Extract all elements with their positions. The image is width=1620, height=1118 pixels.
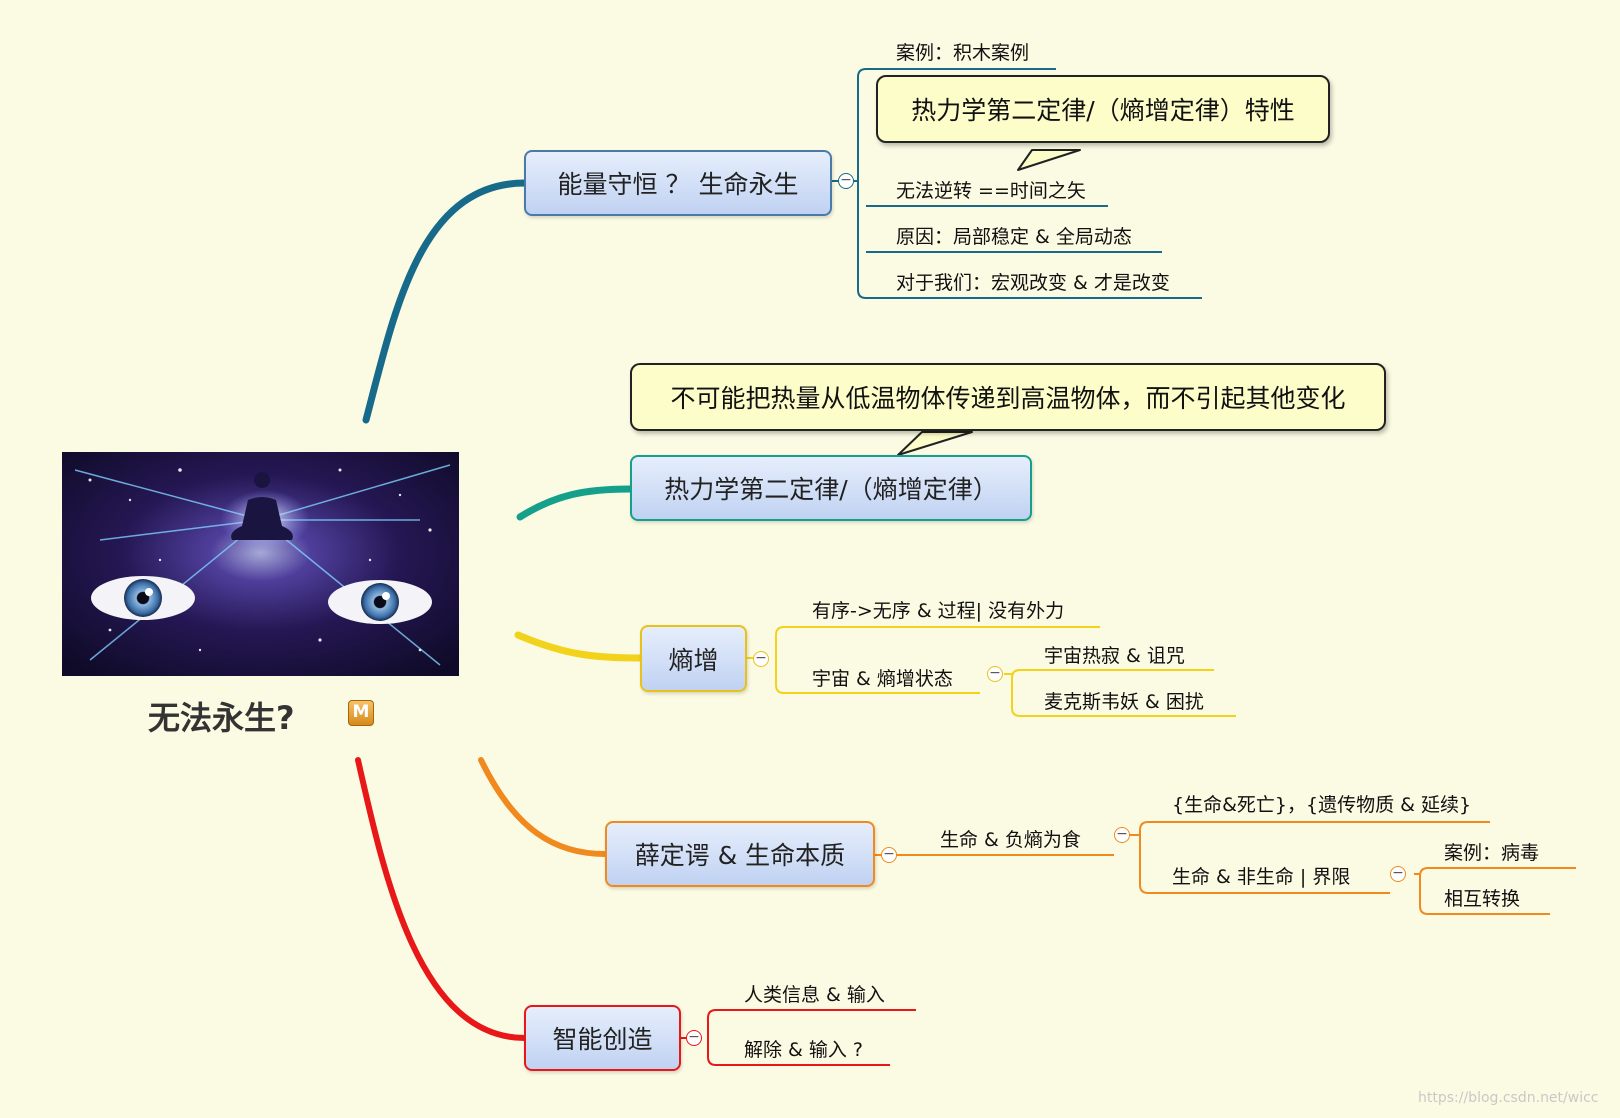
collapse-toggle-negentropy[interactable]: −	[1114, 827, 1130, 843]
marker-icon[interactable]: M	[348, 700, 374, 726]
subtopic-remove-input[interactable]: 解除 & 输入 ?	[744, 1035, 863, 1062]
subtopic-for-us[interactable]: 对于我们：宏观改变 & 才是改变	[896, 268, 1170, 295]
subtopic-order-to-disorder[interactable]: 有序->无序 & 过程| 没有外力	[812, 596, 1064, 623]
central-topic-title[interactable]: 无法永生?	[148, 693, 295, 739]
subtopic-irreversible[interactable]: 无法逆转 ==时间之矢	[896, 176, 1086, 203]
subtopic-human-info-input[interactable]: 人类信息 & 输入	[744, 980, 885, 1007]
collapse-toggle-intelligence[interactable]: −	[686, 1030, 702, 1046]
topic-intelligent-creation[interactable]: 智能创造	[524, 1005, 681, 1071]
subtopic-mutual-conversion[interactable]: 相互转换	[1444, 884, 1520, 911]
collapse-toggle-boundary[interactable]: −	[1390, 866, 1406, 882]
watermark: https://blog.csdn.net/wicc	[1418, 1090, 1599, 1106]
topic-schrodinger[interactable]: 薛定谔 & 生命本质	[605, 821, 875, 887]
topic-second-law[interactable]: 热力学第二定律/（熵增定律）	[630, 455, 1032, 521]
collapse-toggle-schrodinger[interactable]: −	[881, 847, 897, 863]
topic-entropy[interactable]: 熵增	[640, 625, 747, 692]
collapse-toggle-entropy[interactable]: −	[753, 651, 769, 667]
subtopic-virus-example[interactable]: 案例：病毒	[1444, 838, 1539, 865]
collapse-toggle-energy[interactable]: −	[838, 173, 854, 189]
subtopic-negative-entropy[interactable]: 生命 & 负熵为食	[940, 825, 1081, 852]
callout-clausius-statement[interactable]: 不可能把热量从低温物体传递到高温物体，而不引起其他变化	[630, 363, 1386, 431]
cosmic-eyes-meditation-image	[62, 452, 459, 676]
subtopic-life-boundary[interactable]: 生命 & 非生命 | 界限	[1172, 862, 1350, 889]
subtopic-heat-death[interactable]: 宇宙热寂 & 诅咒	[1044, 641, 1185, 668]
topic-energy-conservation[interactable]: 能量守恒 ？ 生命永生	[524, 150, 832, 216]
subtopic-cause[interactable]: 原因：局部稳定 & 全局动态	[896, 222, 1132, 249]
subtopic-universe-entropy[interactable]: 宇宙 & 熵增状态	[812, 664, 953, 691]
collapse-toggle-universe[interactable]: −	[987, 666, 1003, 682]
subtopic-maxwell-demon[interactable]: 麦克斯韦妖 & 困扰	[1044, 687, 1204, 714]
subtopic-life-death[interactable]: {生命&死亡}，{遗传物质 & 延续}	[1172, 790, 1471, 817]
subtopic-block-example[interactable]: 案例：积木案例	[896, 38, 1029, 65]
callout-thermodynamics-property[interactable]: 热力学第二定律/（熵增定律）特性	[876, 75, 1330, 143]
